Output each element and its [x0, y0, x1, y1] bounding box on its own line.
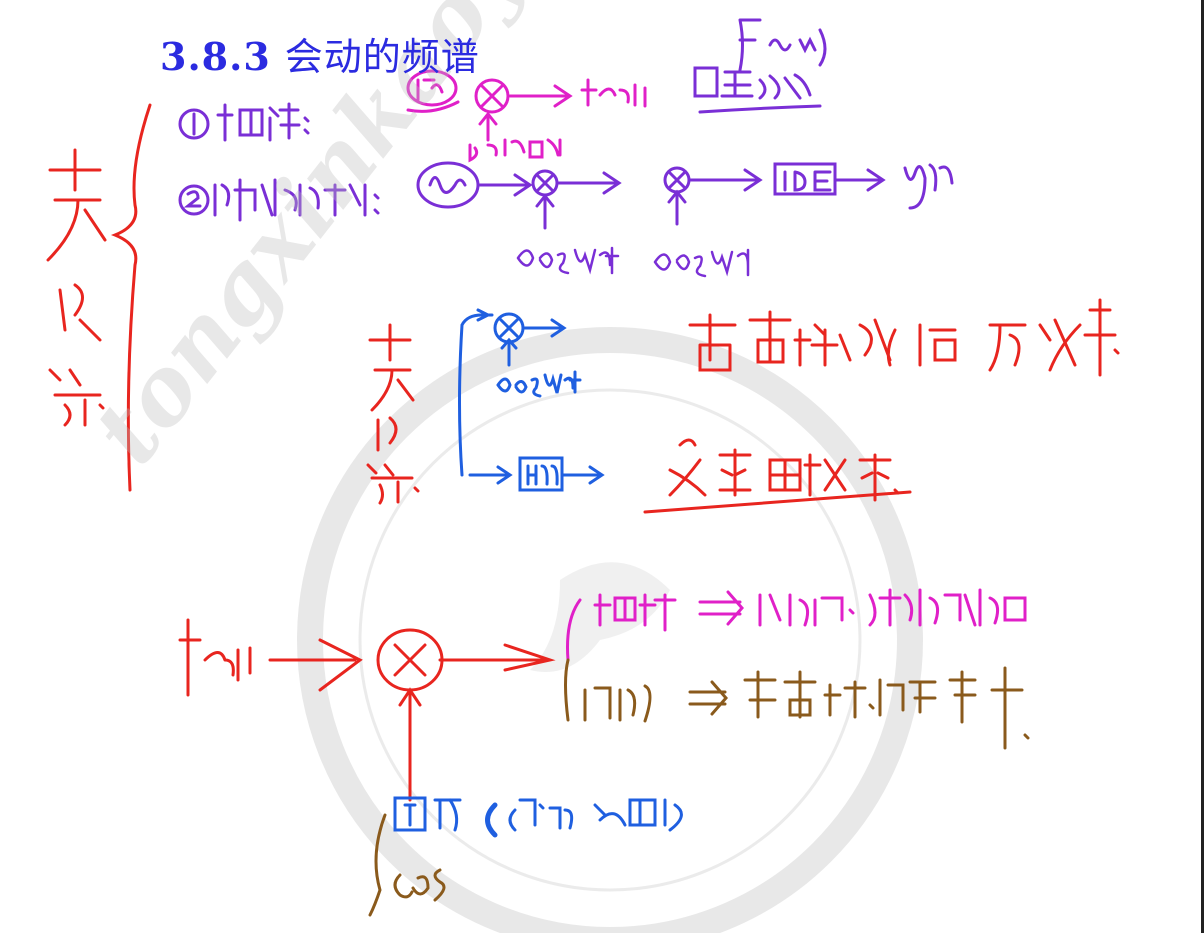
middle-notes [643, 298, 1120, 514]
watermark-seal-outer [297, 327, 923, 933]
carrier-labels [516, 246, 750, 278]
row2-diagram [178, 161, 954, 230]
section-title: 3.8.3 会动的频谱 [160, 26, 480, 81]
middle-branch-diagram [458, 308, 605, 492]
bottom-branch-a [566, 588, 1027, 662]
middle-mixer-label [366, 323, 420, 505]
page-border [1201, 0, 1204, 933]
section-number: 3.8.3 [160, 34, 271, 79]
section-title-text: 会动的频谱 [284, 35, 480, 79]
watermark-seal-inner [358, 388, 862, 892]
row1-diagram [406, 69, 647, 163]
row1-label [178, 102, 310, 142]
left-brace-label [46, 103, 152, 492]
bottom-branch-b [564, 658, 1030, 750]
watermark [297, 327, 923, 933]
note-top-right [693, 18, 827, 114]
bottom-diagram [178, 618, 556, 802]
bottom-cos-label [368, 813, 446, 917]
bottom-carrier-label [393, 796, 683, 838]
